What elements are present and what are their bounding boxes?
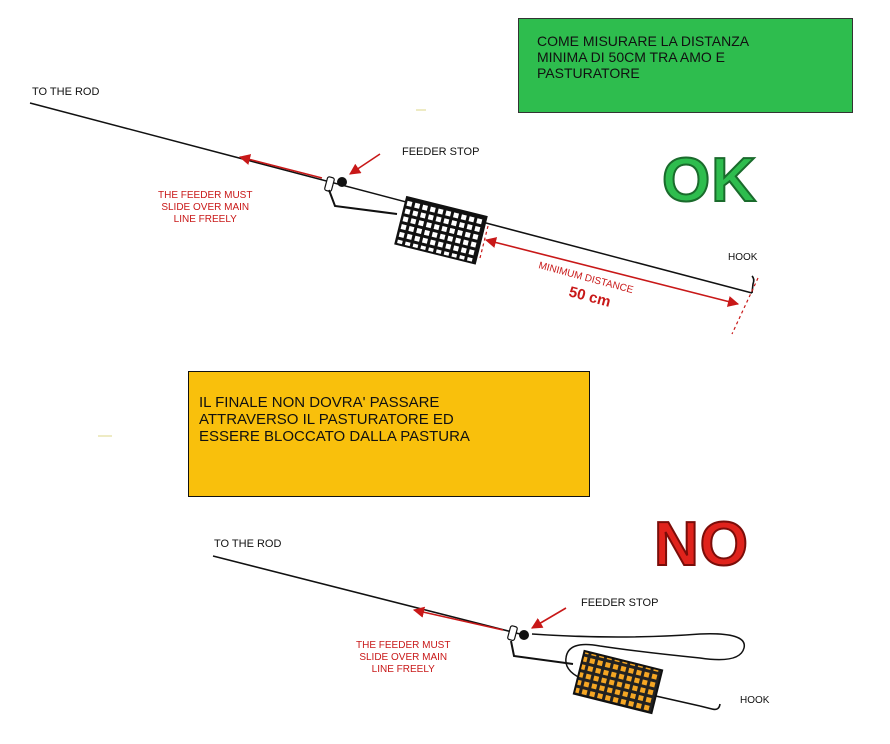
warning-note-line: ATTRAVERSO IL PASTURATORE ED bbox=[199, 411, 454, 428]
warning-note-box: IL FINALE NON DOVRA' PASSARE ATTRAVERSO … bbox=[188, 371, 590, 497]
no-hooklink-loop bbox=[531, 633, 745, 707]
no-slide-note-line: THE FEEDER MUST bbox=[356, 640, 451, 651]
top-note-line: MINIMA DI 50CM TRA AMO E bbox=[537, 49, 726, 65]
no-feeder-stop-label: FEEDER STOP bbox=[581, 597, 659, 609]
ok-feeder-boom bbox=[328, 189, 398, 215]
ok-feeder-stop-pointer bbox=[349, 153, 381, 175]
no-verdict: NO bbox=[653, 510, 749, 579]
no-hook-label: HOOK bbox=[740, 695, 770, 706]
ok-slide-note-line: THE FEEDER MUST bbox=[158, 190, 253, 201]
ok-feeder-swivel bbox=[324, 176, 335, 192]
ok-slide-note: THE FEEDER MUST SLIDE OVER MAIN LINE FRE… bbox=[158, 190, 252, 226]
no-slide-note-line: LINE FREELY bbox=[371, 664, 435, 675]
ok-hook-label: HOOK bbox=[728, 252, 758, 263]
ok-slide-note-line: SLIDE OVER MAIN bbox=[161, 202, 250, 213]
no-hook bbox=[699, 703, 721, 711]
no-to-rod-label: TO THE ROD bbox=[214, 538, 282, 550]
ok-to-rod-label: TO THE ROD bbox=[32, 86, 100, 98]
no-slide-note-line: SLIDE OVER MAIN bbox=[359, 652, 448, 663]
no-feeder-stop-pointer bbox=[531, 607, 567, 629]
no-feeder-boom bbox=[510, 640, 574, 665]
no-main-line bbox=[212, 555, 521, 635]
ok-main-line bbox=[29, 102, 753, 294]
top-note-line: PASTURATORE bbox=[537, 65, 640, 81]
ok-feeder-stop-bead bbox=[337, 177, 347, 187]
ok-feeder-cage bbox=[394, 195, 488, 265]
top-note-box: COME MISURARE LA DISTANZA MINIMA DI 50CM… bbox=[518, 18, 853, 113]
ok-distance-arrow bbox=[484, 237, 740, 307]
warning-note-line: IL FINALE NON DOVRA' PASSARE bbox=[199, 394, 440, 411]
ok-slide-arrow bbox=[238, 154, 323, 179]
no-feeder-cage bbox=[572, 649, 664, 715]
ok-verdict: OK bbox=[661, 146, 757, 215]
ok-hook bbox=[751, 275, 755, 294]
no-feeder-stop-bead bbox=[519, 630, 529, 640]
no-feeder-swivel bbox=[507, 625, 518, 641]
no-slide-note: THE FEEDER MUST SLIDE OVER MAIN LINE FRE… bbox=[356, 640, 450, 676]
warning-note-line: ESSERE BLOCCATO DALLA PASTURA bbox=[199, 428, 470, 445]
ok-feeder-stop-label: FEEDER STOP bbox=[402, 146, 480, 158]
ok-distance-ref-hook bbox=[731, 277, 759, 335]
top-note-line: COME MISURARE LA DISTANZA bbox=[537, 33, 750, 49]
ok-slide-note-line: LINE FREELY bbox=[173, 214, 237, 225]
no-slide-arrow bbox=[412, 606, 504, 631]
